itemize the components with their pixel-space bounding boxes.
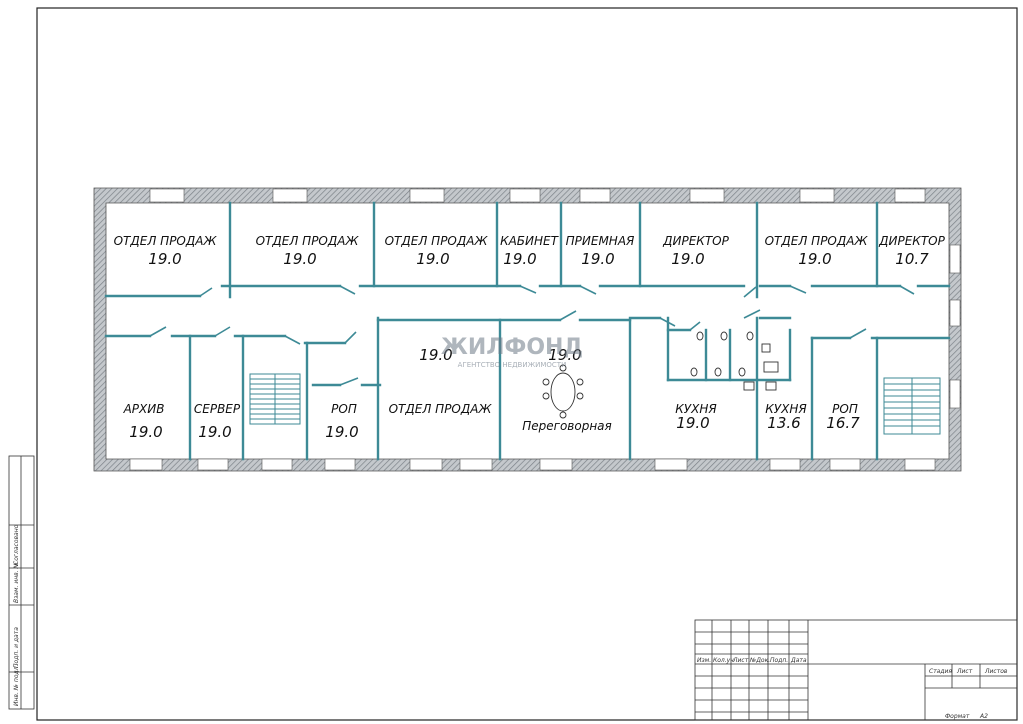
tb-col-doc: №Док. [749, 657, 770, 664]
room-area: 19.0 [548, 346, 581, 364]
building [93, 187, 962, 472]
stairs-right [883, 377, 941, 435]
tb-format-label: Формат [945, 713, 970, 720]
stairs-left [249, 373, 301, 425]
stamp-agreed: Согласовано [13, 524, 20, 565]
room-area: 10.7 [895, 250, 929, 268]
tb-col-sign: Подп. [770, 657, 788, 664]
tb-sheet: Лист [956, 668, 973, 675]
stamp-replace: Взам. инв. № [13, 562, 20, 603]
tb-col-date: Дата [790, 657, 807, 664]
stamp-inventory: Инв. № подл. [13, 665, 20, 706]
watermark-tagline: АГЕНТСТВО НЕДВИЖИМОСТИ [458, 361, 567, 369]
doors [149, 285, 915, 386]
watermark-brand: ЖИЛФОНД [441, 335, 583, 360]
side-stamp [8, 455, 35, 710]
meeting-table [542, 364, 584, 419]
room-area: 19.0 [671, 250, 704, 268]
tb-stage: Стадия [929, 668, 952, 675]
tb-format-value: А2 [979, 713, 988, 720]
side-stamp-labels: Согласовано Взам. инв. № Подп. и дата Ин… [13, 524, 20, 706]
windows [129, 188, 961, 471]
room-name: ОТДЕЛ ПРОДАЖ [389, 402, 493, 416]
room-name: КУХНЯ [675, 402, 717, 416]
room-area: 19.0 [798, 250, 831, 268]
room-name: ПРИЕМНАЯ [566, 234, 635, 248]
room-name: ДИРЕКТОР [662, 234, 729, 248]
room-area: 19.0 [283, 250, 316, 268]
room-area: 19.0 [419, 346, 452, 364]
partitions [104, 201, 951, 461]
room-area: 19.0 [581, 250, 614, 268]
room-name: Переговорная [522, 419, 612, 433]
toilet-fixtures [690, 331, 779, 391]
room-name: СЕРВЕР [194, 402, 241, 416]
room-name: РОП [832, 402, 858, 416]
room-name: ОТДЕЛ ПРОДАЖ [385, 234, 489, 248]
room-name: КУХНЯ [765, 402, 807, 416]
tb-col-change: Изм. [697, 657, 711, 664]
room-area: 16.7 [826, 414, 860, 432]
room-labels: ОТДЕЛ ПРОДАЖ 19.0 ОТДЕЛ ПРОДАЖ 19.0 ОТДЕ… [114, 234, 946, 441]
room-area: 19.0 [676, 414, 709, 432]
room-area: 13.6 [767, 414, 800, 432]
room-name: ОТДЕЛ ПРОДАЖ [765, 234, 869, 248]
title-block [694, 619, 1018, 721]
tb-col-count: Кол.уч [713, 657, 734, 664]
room-name: РОП [331, 402, 357, 416]
room-area: 19.0 [416, 250, 449, 268]
exterior-wall [93, 187, 962, 472]
tb-sheets: Листов [984, 668, 1008, 675]
room-name: АРХИВ [123, 402, 165, 416]
room-name: ОТДЕЛ ПРОДАЖ [114, 234, 218, 248]
room-area: 19.0 [198, 423, 231, 441]
room-area: 19.0 [148, 250, 181, 268]
drawing-frame [36, 7, 1018, 721]
watermark: ЖИЛФОНД АГЕНТСТВО НЕДВИЖИМОСТИ [441, 335, 583, 369]
room-name: ДИРЕКТОР [878, 234, 945, 248]
tb-col-sheet: Лист [732, 657, 749, 664]
room-name: ОТДЕЛ ПРОДАЖ [256, 234, 360, 248]
room-area: 19.0 [325, 423, 358, 441]
room-name: КАБИНЕТ [500, 234, 560, 248]
title-block-labels: Изм. Кол.уч Лист №Док. Подп. Дата Стадия… [697, 657, 1008, 720]
room-area: 19.0 [129, 423, 162, 441]
stamp-sign-date: Подп. и дата [13, 627, 20, 668]
room-area: 19.0 [503, 250, 536, 268]
